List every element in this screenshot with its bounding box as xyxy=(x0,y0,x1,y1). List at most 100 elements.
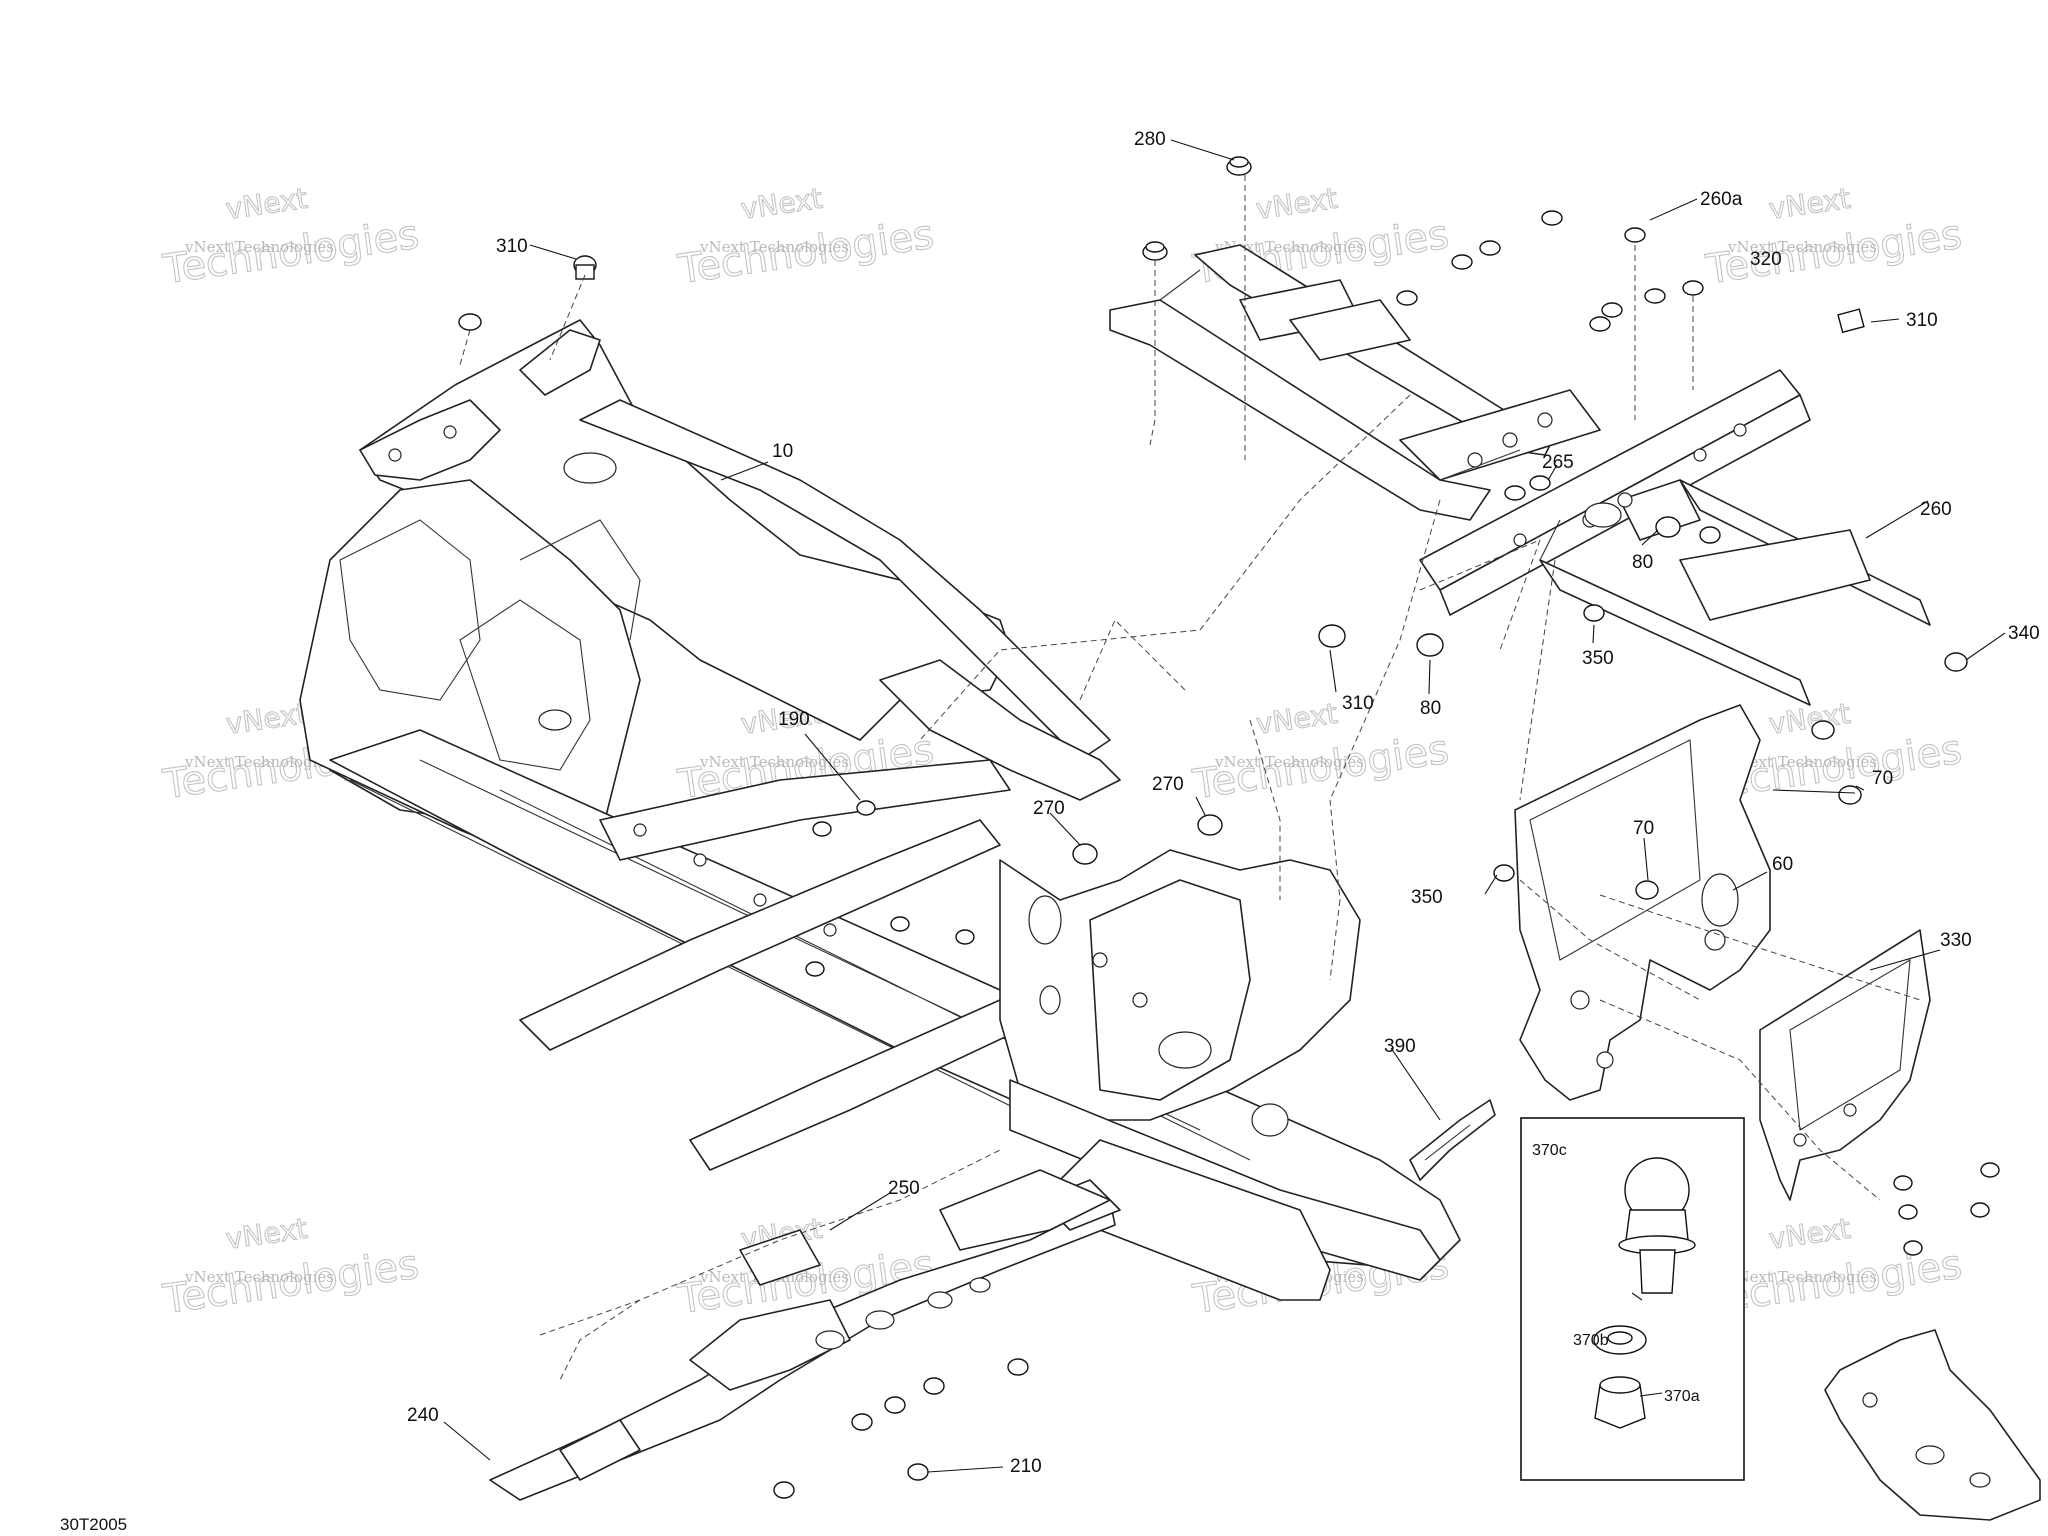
nut xyxy=(1541,210,1563,226)
watermark: Technologies vNext vNext Technologies xyxy=(674,181,937,293)
bolt xyxy=(1898,1204,1918,1220)
bolt-70 xyxy=(1635,880,1659,900)
nut-280 xyxy=(1226,156,1252,176)
watermark: Technologies vNext vNext Technologies xyxy=(159,181,422,293)
bushing-310 xyxy=(1318,624,1346,648)
bolt-70 xyxy=(1838,785,1862,805)
callout-310-left: 310 xyxy=(496,236,528,257)
callout-80-right: 80 xyxy=(1632,552,1653,573)
watermark: Technologies vNext vNext Technologies xyxy=(159,1211,422,1323)
bolt xyxy=(1980,1162,2000,1178)
footrest-bracket-part-250 xyxy=(739,1169,1111,1286)
watermark: Technologies vNext vNext Technologies xyxy=(1189,696,1452,808)
callout-10: 10 xyxy=(772,441,793,462)
bolt-340 xyxy=(1944,652,1968,672)
nut-210 xyxy=(773,1481,795,1499)
nut-260a xyxy=(1624,227,1646,243)
svg-text:vNext Technologies: vNext Technologies xyxy=(1214,753,1364,771)
nut-350 xyxy=(1583,604,1605,622)
callout-240: 240 xyxy=(407,1405,439,1426)
nut xyxy=(458,313,482,331)
nut-320 xyxy=(1682,280,1704,296)
nut-350 xyxy=(1493,864,1515,882)
bushing-80 xyxy=(1416,633,1444,657)
plate-part-330 xyxy=(1759,929,1931,1201)
nut xyxy=(1644,288,1666,304)
svg-text:vNext Technologies: vNext Technologies xyxy=(184,238,334,256)
callout-70-mid: 70 xyxy=(1633,818,1654,839)
bolt xyxy=(1970,1202,1990,1218)
tow-ball-part-370c xyxy=(1618,1157,1696,1294)
nut xyxy=(1479,240,1501,256)
nut-210 xyxy=(907,1463,929,1481)
callout-310-mid: 310 xyxy=(1342,693,1374,714)
mount-bracket xyxy=(1824,1329,2041,1521)
nut-210 xyxy=(851,1413,873,1431)
nut-210 xyxy=(884,1396,906,1414)
svg-text:vNext: vNext xyxy=(224,1212,310,1256)
callout-340: 340 xyxy=(2008,623,2040,644)
bushing-270 xyxy=(1072,843,1098,865)
callout-265: 265 xyxy=(1542,452,1574,473)
leader-lines xyxy=(443,139,2006,1473)
bolt xyxy=(805,961,825,977)
svg-text:vNext: vNext xyxy=(224,182,310,226)
callout-350-left: 350 xyxy=(1411,887,1443,908)
callout-280: 280 xyxy=(1134,129,1166,150)
nut-part-370a xyxy=(1594,1376,1646,1429)
callout-270-right: 270 xyxy=(1152,774,1184,795)
callout-350-top: 350 xyxy=(1582,648,1614,669)
bolt-190 xyxy=(856,800,876,816)
callout-310-right: 310 xyxy=(1906,310,1938,331)
callout-80-mid: 80 xyxy=(1420,698,1441,719)
nut xyxy=(1589,316,1611,332)
rear-subframe-part-260 xyxy=(1109,244,1931,706)
callout-330: 330 xyxy=(1940,930,1972,951)
nut xyxy=(1601,302,1623,318)
svg-text:vNext Technologies: vNext Technologies xyxy=(1727,238,1877,256)
bolt xyxy=(1903,1240,1923,1256)
bolt-265 xyxy=(1504,475,1551,501)
nut xyxy=(1451,254,1473,270)
bolt xyxy=(1893,1175,1913,1191)
svg-text:vNext: vNext xyxy=(1254,697,1340,741)
bolt xyxy=(955,929,975,945)
front-bracket xyxy=(359,329,601,481)
callout-370b: 370b xyxy=(1573,1332,1609,1349)
svg-text:vNext Technologies: vNext Technologies xyxy=(699,753,849,771)
bolt xyxy=(812,821,832,837)
assembly-lines xyxy=(459,175,1921,1381)
nut xyxy=(1396,290,1418,306)
shield-part-390 xyxy=(1409,1099,1496,1181)
svg-text:vNext Technologies: vNext Technologies xyxy=(699,238,849,256)
main-frame-part-10 xyxy=(299,319,1461,1301)
callout-370c: 370c xyxy=(1532,1142,1567,1159)
diagram-reference-code: 30T2005 xyxy=(60,1515,127,1534)
callout-260a: 260a xyxy=(1700,189,1743,210)
svg-text:vNext: vNext xyxy=(1767,1212,1853,1256)
callout-370a: 370a xyxy=(1664,1388,1700,1405)
callout-190: 190 xyxy=(778,709,810,730)
nut-rear xyxy=(1142,241,1168,261)
svg-text:vNext Technologies: vNext Technologies xyxy=(1727,1268,1877,1286)
svg-text:vNext: vNext xyxy=(1767,182,1853,226)
callout-320: 320 xyxy=(1750,249,1782,270)
callout-250: 250 xyxy=(888,1178,920,1199)
bushing-310 xyxy=(1837,308,1865,334)
detail-box-370: 370c 370b 370a xyxy=(1520,1117,1745,1481)
nut-210 xyxy=(1007,1358,1029,1376)
bolt-70 xyxy=(1811,720,1835,740)
nut-210 xyxy=(923,1377,945,1395)
bolt xyxy=(890,916,910,932)
callout-260: 260 xyxy=(1920,499,1952,520)
svg-text:vNext Technologies: vNext Technologies xyxy=(184,753,334,771)
svg-text:vNext Technologies: vNext Technologies xyxy=(1727,753,1877,771)
callout-270-left: 270 xyxy=(1033,798,1065,819)
svg-text:vNext Technologies: vNext Technologies xyxy=(184,1268,334,1286)
callout-60: 60 xyxy=(1772,854,1793,875)
svg-text:vNext: vNext xyxy=(1254,182,1340,226)
callout-70-right: 70 xyxy=(1872,768,1893,789)
callout-390: 390 xyxy=(1384,1036,1416,1057)
callout-210: 210 xyxy=(1010,1456,1042,1477)
